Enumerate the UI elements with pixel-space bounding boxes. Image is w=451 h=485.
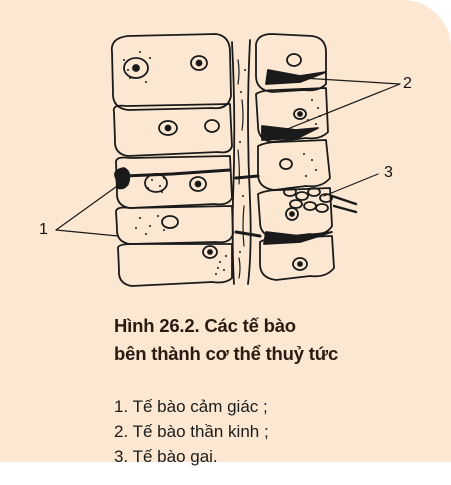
figure-caption: Hình 26.2. Các tế bào bên thành cơ thể t…: [114, 312, 434, 368]
figure-legend: 1. Tế bào cảm giác ; 2. Tế bào thần kinh…: [114, 394, 269, 469]
cell-wall-illustration: [55, 33, 401, 287]
right-cell-3: [257, 139, 331, 191]
caption-line-2: bên thành cơ thể thuỷ tức: [114, 343, 339, 364]
nerve-cell-2: [261, 125, 319, 141]
mesoglea-left: [231, 41, 236, 285]
callout-1-label: 1: [39, 221, 48, 238]
callout-2-label: 2: [403, 75, 412, 92]
left-cell-4: [115, 205, 234, 245]
left-cell-2: [112, 103, 233, 157]
left-cell-3: [115, 155, 233, 209]
mesoglea-right: [247, 39, 252, 285]
left-nucleus-1: [123, 57, 149, 79]
cnidocyte-cluster: [283, 187, 358, 214]
nerve-cell-3: [263, 231, 333, 245]
legend-item-2: 2. Tế bào thần kinh ;: [114, 422, 269, 441]
right-cell-2: [255, 87, 329, 143]
caption-line-1: Hình 26.2. Các tế bào: [114, 315, 296, 336]
legend-item-1: 1. Tế bào cảm giác ;: [114, 397, 268, 416]
callout-3-label: 3: [384, 164, 393, 181]
left-cell-5: [117, 243, 233, 287]
right-cell-1: [255, 33, 327, 93]
legend-item-3: 3. Tế bào gai.: [114, 447, 218, 466]
left-cell-1: [110, 33, 232, 111]
nerve-cell-1: [265, 69, 327, 85]
card-background: [0, 0, 451, 462]
